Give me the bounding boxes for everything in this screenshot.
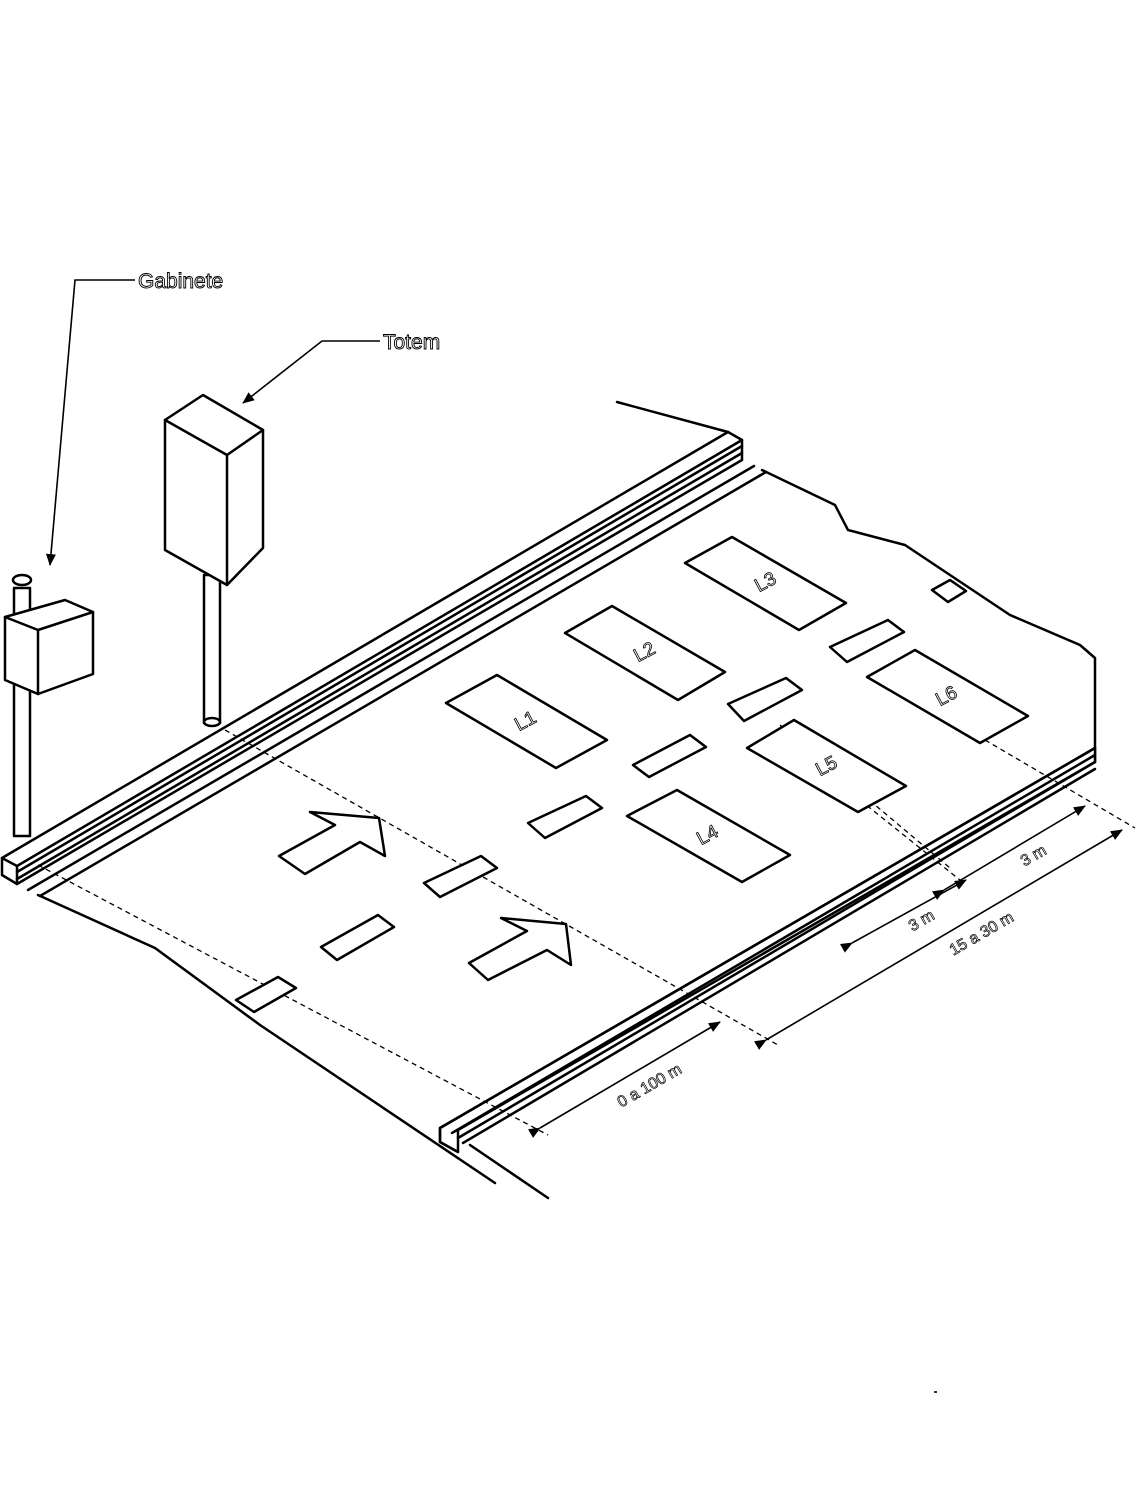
loop-l3: L3 xyxy=(683,535,848,632)
road-far-edge xyxy=(760,468,1097,764)
sensor-strip xyxy=(726,676,804,723)
dimension-lines: 3 m 3 m 15 a 30 m 0 a 100 m xyxy=(527,805,1123,1138)
road-near-edge xyxy=(36,893,497,1185)
sensor-strip xyxy=(828,618,906,664)
cabinet-box xyxy=(3,598,95,696)
road-surface xyxy=(36,400,1097,1200)
traffic-direction-arrows xyxy=(277,810,573,982)
loop-l1: L1 xyxy=(444,673,609,770)
totem-box xyxy=(163,393,265,587)
dim-loop-span: 15 a 30 m xyxy=(947,909,1017,959)
sensor-strip xyxy=(930,578,968,604)
sensor-strip xyxy=(422,854,499,899)
sensor-strip xyxy=(319,913,396,962)
top-curb xyxy=(0,430,768,898)
callouts: Gabinete Totem xyxy=(45,270,441,566)
dim-offset: 0 a 100 m xyxy=(615,1061,685,1111)
loop-l2: L2 xyxy=(563,604,727,702)
loop-l6: L6 xyxy=(865,648,1030,745)
dim-spacing-b: 3 m xyxy=(1018,842,1050,870)
totem xyxy=(163,393,265,728)
sensor-strip xyxy=(526,794,604,840)
totem-label: Totem xyxy=(383,331,440,354)
direction-arrow-icon xyxy=(277,810,387,876)
sensor-strip xyxy=(631,733,708,779)
totem-pole xyxy=(202,573,222,725)
loop-l5: L5 xyxy=(745,718,908,814)
loop-l4: L4 xyxy=(625,788,792,884)
cabinet-label: Gabinete xyxy=(138,270,223,293)
sensor-strip xyxy=(234,975,298,1014)
sensor-strips xyxy=(234,578,968,1014)
direction-arrow-icon xyxy=(467,916,573,982)
inductive-loops: L1 L2 L3 L4 L5 L6 xyxy=(444,535,1030,884)
cabinet xyxy=(3,573,95,838)
